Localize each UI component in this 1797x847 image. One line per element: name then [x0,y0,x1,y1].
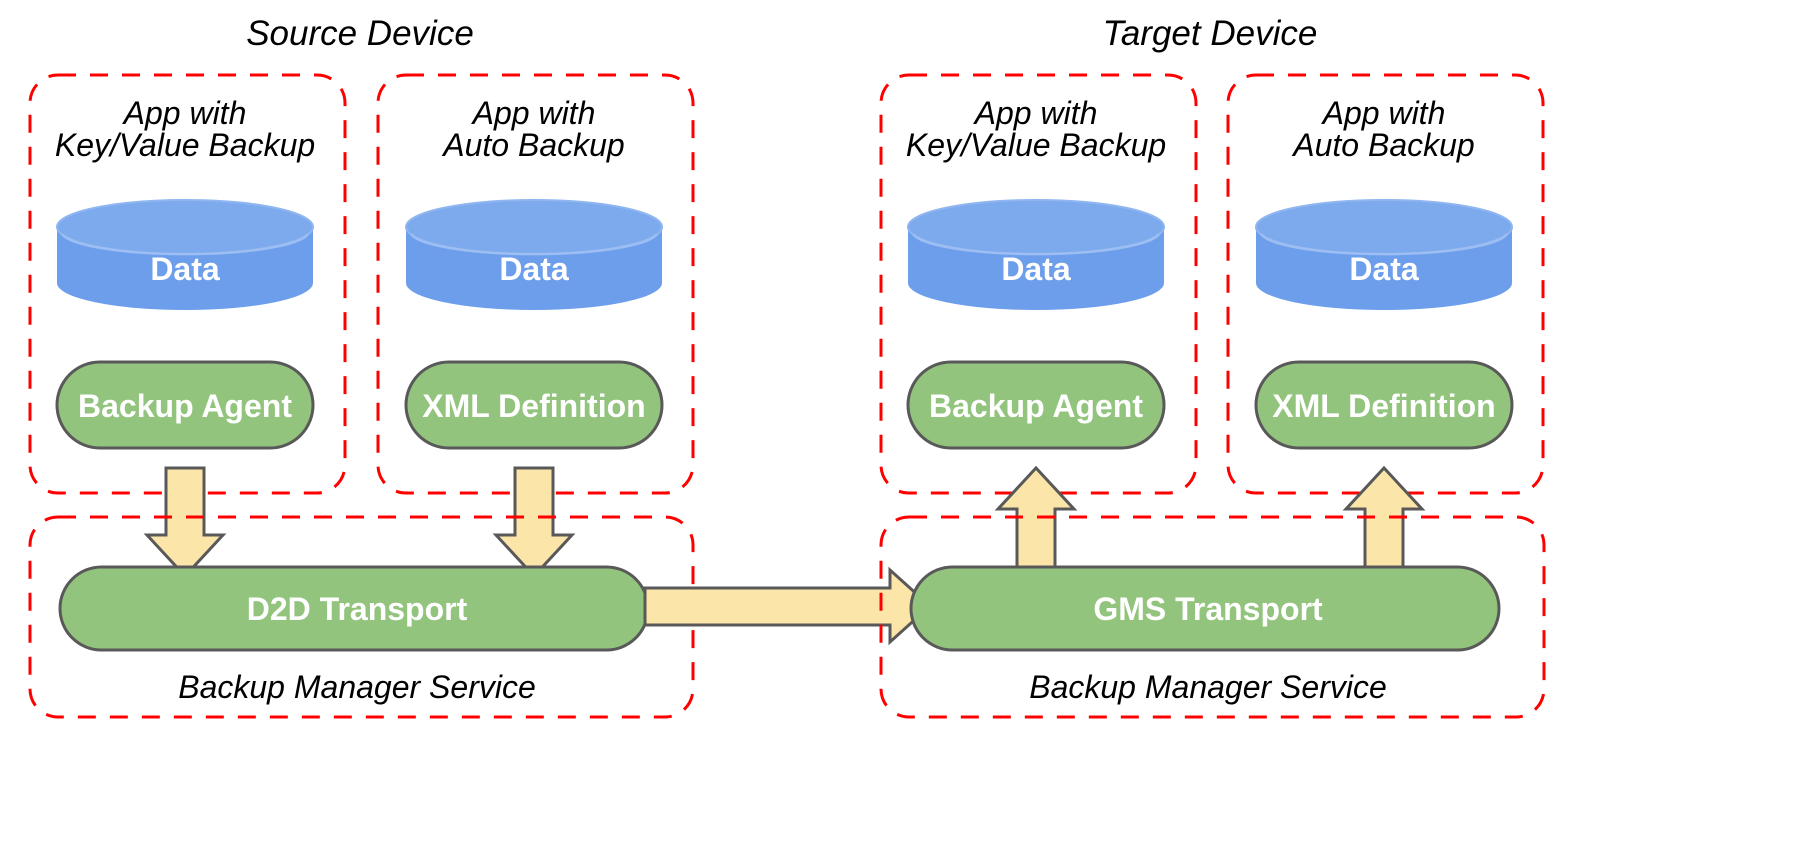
app-title-line2: Auto Backup [441,127,624,163]
target-device-title: Target Device [1103,14,1318,53]
target-app-key-value-group: App with Key/Value Backup Data Backup Ag… [879,73,1198,495]
component-box [906,360,1166,450]
flow-arrow-down [143,466,227,579]
transport-label: GMS Transport [1093,591,1323,627]
source-app-auto-group: App with Auto Backup Data XML Definition [376,73,695,495]
app-title-line2: Key/Value Backup [55,127,315,163]
component-label: XML Definition [422,388,645,424]
component-label: XML Definition [1272,388,1495,424]
component-box [1254,360,1514,450]
app-title-line1: App with [1321,95,1446,131]
app-title-line2: Auto Backup [1291,127,1474,163]
app-title-line2: Key/Value Backup [906,127,1166,163]
service-boundary [28,515,695,719]
data-cylinder-label: Data [499,251,569,287]
component-box [404,360,664,450]
flow-arrow-up [994,465,1078,578]
app-title-line1: App with [122,95,247,131]
data-cylinder [405,199,663,310]
transport-label: D2D Transport [247,591,468,627]
app-title-line1: App with [973,95,1098,131]
app-title-line1: App with [471,95,596,131]
service-label: Backup Manager Service [178,669,536,705]
source-app-key-value-group: App with Key/Value Backup Data Backup Ag… [28,73,347,495]
component-label: Backup Agent [929,388,1143,424]
data-cylinder-label: Data [1001,251,1071,287]
data-cylinder [56,199,314,310]
data-cylinder [1255,199,1513,310]
transport-box [909,565,1501,652]
data-cylinder [907,199,1165,310]
source-device-title: Source Device [246,14,474,53]
flow-arrow-down [492,466,576,579]
flow-arrow-up [1342,465,1426,578]
target-backup-manager-service-group: GMS Transport Backup Manager Service [879,515,1546,719]
component-label: Backup Agent [78,388,292,424]
d2d-to-gms-arrow [643,566,933,646]
service-label: Backup Manager Service [1029,669,1387,705]
service-boundary [879,515,1546,719]
source-backup-manager-service-group: D2D Transport Backup Manager Service [28,515,695,719]
data-cylinder-label: Data [1349,251,1419,287]
component-box [55,360,315,450]
target-app-auto-group: App with Auto Backup Data XML Definition [1226,73,1545,495]
data-cylinder-label: Data [150,251,220,287]
